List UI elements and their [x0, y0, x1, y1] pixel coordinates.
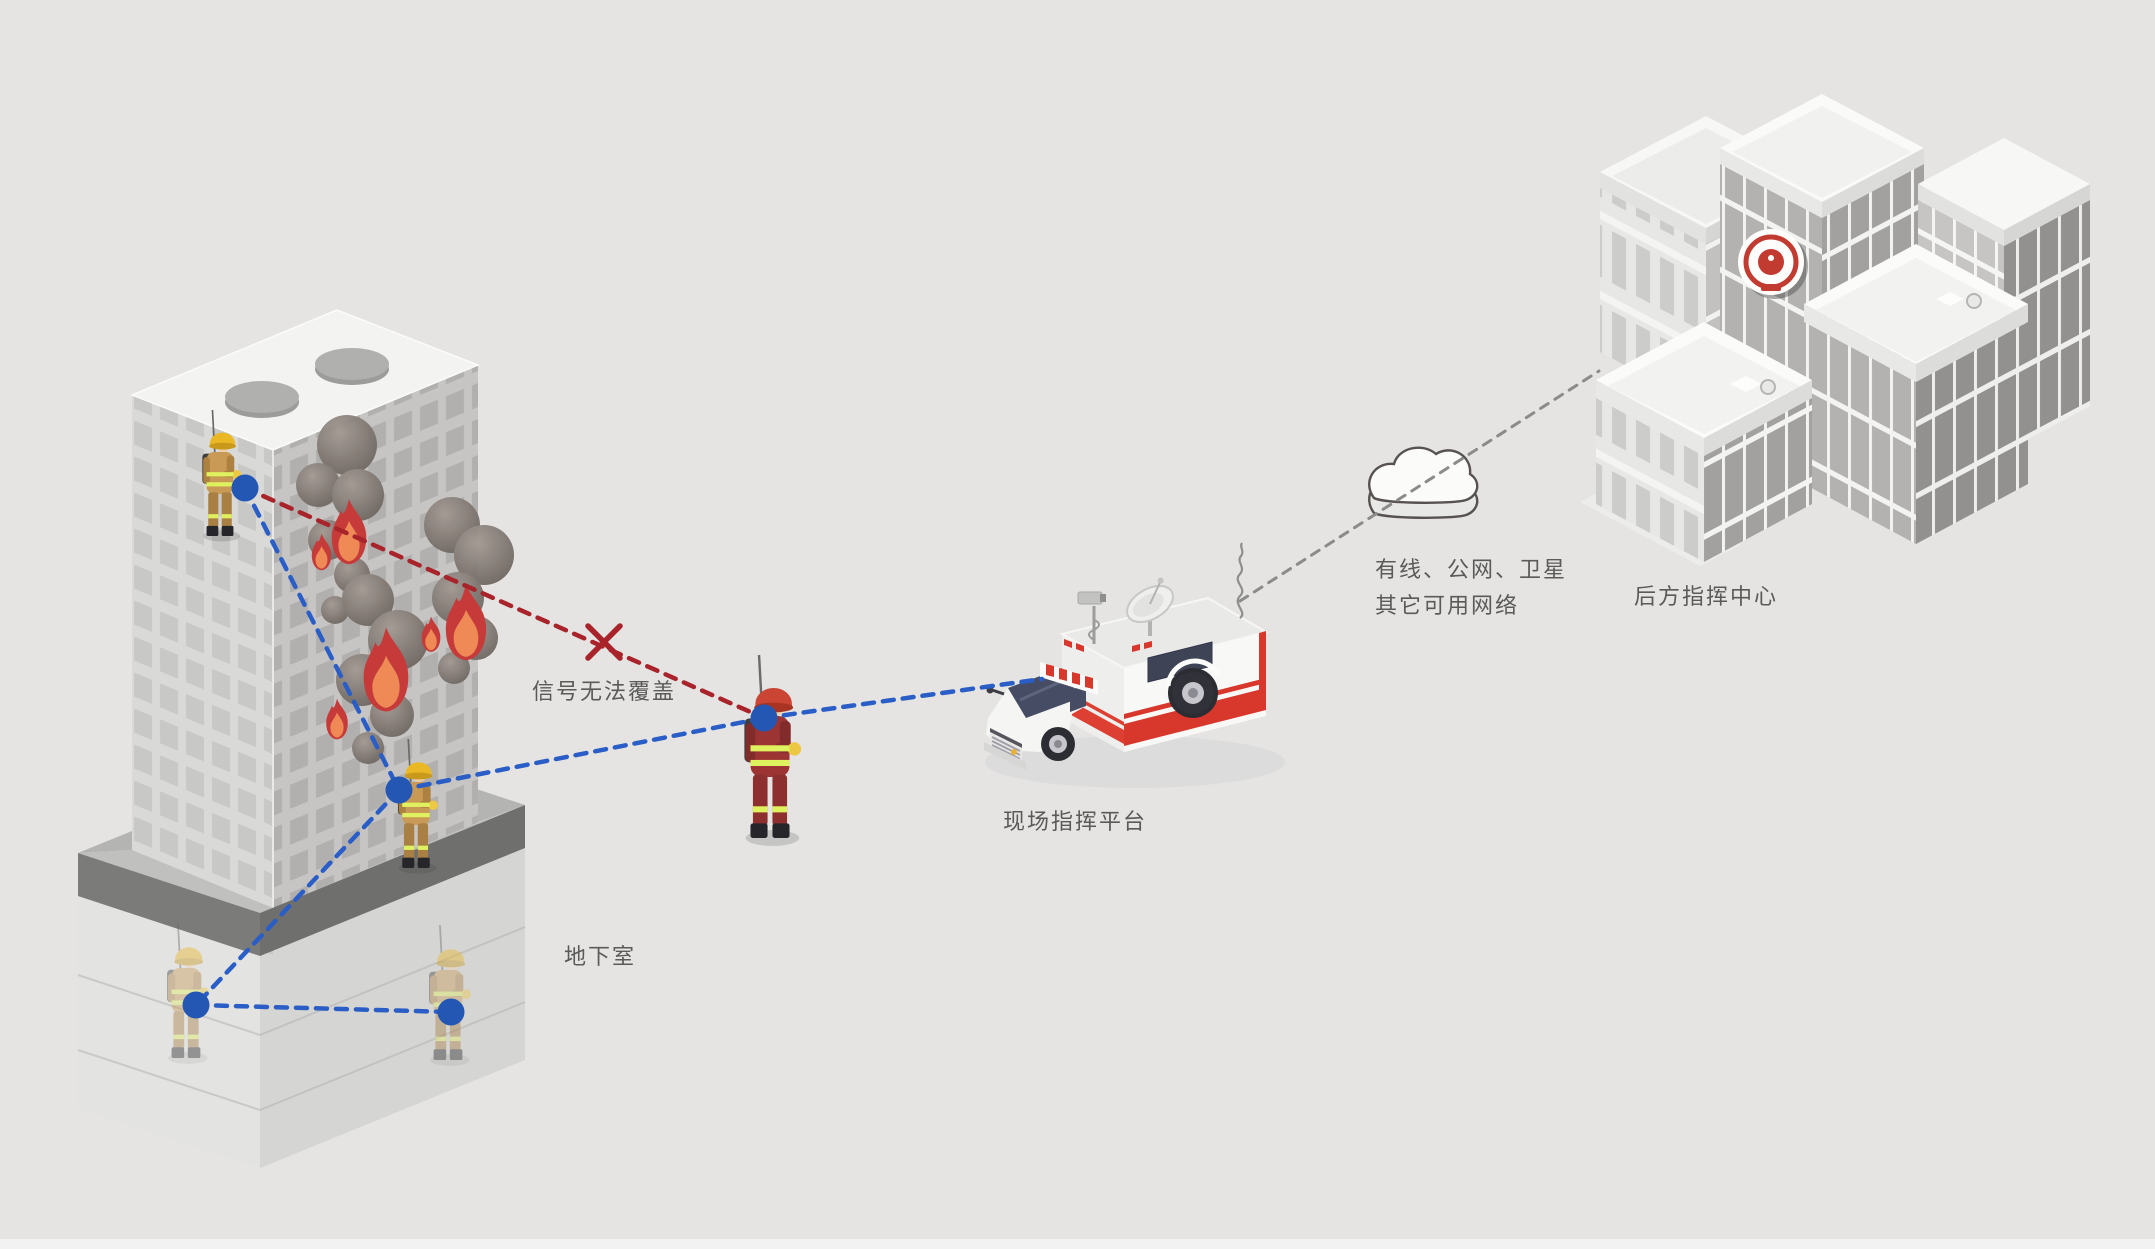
- podium-cap-front: [78, 805, 525, 956]
- network-node-ledge: [385, 776, 413, 804]
- basement-building: [77, 848, 526, 1168]
- bottom-strip: [0, 1239, 2155, 1249]
- radio-antenna-icon: [177, 922, 182, 972]
- label-field-command-platform: 现场指挥平台: [1003, 810, 1148, 835]
- relay-firefighter: [744, 654, 802, 846]
- radio-antenna-icon: [439, 924, 444, 974]
- camera-mast: [1077, 591, 1106, 644]
- label-basement: 地下室: [564, 945, 637, 970]
- block-front-left: [1596, 322, 1812, 562]
- roof-vent: [225, 348, 389, 418]
- link-roof-ledge: [242, 485, 402, 793]
- police-emblem: [1738, 229, 1808, 299]
- whip-antenna: [1236, 542, 1244, 619]
- network-node-basement1: [182, 991, 210, 1019]
- network-node-relay: [750, 704, 778, 732]
- front-wheel: [1041, 727, 1075, 761]
- label-network-types-line1: 有线、公网、卫星: [1375, 558, 1568, 583]
- satellite-dish: [1126, 577, 1174, 636]
- label-network-types-line2: 其它可用网络: [1375, 594, 1520, 619]
- link-ledge-relay: [396, 715, 767, 793]
- blocked-x-icon: [585, 623, 623, 661]
- link-relay-vehicle: [761, 676, 1045, 721]
- network-node-basement2: [437, 998, 465, 1026]
- block-front-right: [1804, 244, 2028, 544]
- link-ledge-basement1: [193, 787, 402, 1008]
- network-node-roof: [231, 474, 259, 502]
- label-no-signal-coverage: 信号无法覆盖: [532, 680, 677, 705]
- label-rear-command-center: 后方指挥中心: [1634, 585, 1779, 610]
- network-layer: [182, 369, 1601, 1026]
- command-vehicle: [984, 542, 1285, 788]
- network-cloud: [1368, 446, 1479, 519]
- link-roof-relay: [242, 485, 767, 721]
- link-basement1-basement2: [193, 1002, 454, 1015]
- link-vehicle_uplink-command: [1238, 369, 1601, 603]
- command-center-building: [1580, 94, 2090, 566]
- rear-wheel: [1165, 658, 1221, 718]
